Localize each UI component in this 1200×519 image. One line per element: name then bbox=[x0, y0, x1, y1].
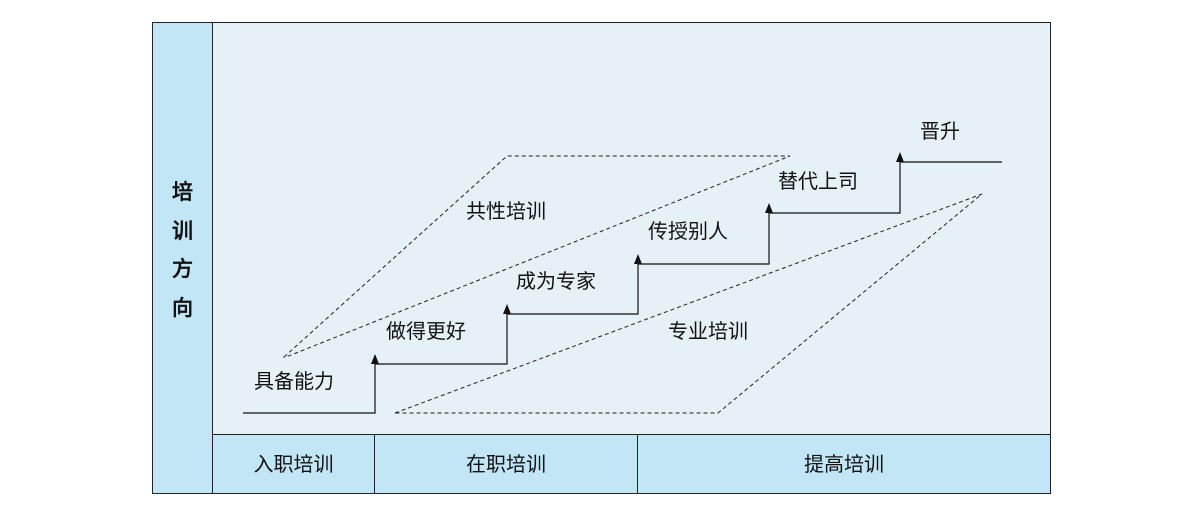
stage-on-job: 在职培训 bbox=[375, 435, 638, 493]
stage-advanced: 提高培训 bbox=[804, 452, 884, 476]
vertical-char: 培 bbox=[172, 180, 193, 204]
step-label: 晋升 bbox=[920, 119, 960, 143]
step-label: 做得更好 bbox=[386, 319, 466, 343]
region-label-common: 共性培训 bbox=[466, 199, 546, 223]
common-training-region bbox=[282, 155, 791, 358]
region-label-professional: 专业培训 bbox=[668, 319, 748, 343]
vertical-char: 训 bbox=[172, 218, 193, 243]
step-label: 传授别人 bbox=[648, 219, 728, 243]
professional-training-region bbox=[394, 193, 983, 414]
staircase-line bbox=[243, 161, 1002, 414]
vertical-label: 培 训 方 向 bbox=[153, 173, 212, 327]
vertical-char: 向 bbox=[172, 295, 193, 320]
stage-onboarding: 入职培训 bbox=[213, 435, 375, 493]
vertical-header: 培 训 方 向 bbox=[153, 23, 213, 493]
vertical-char: 方 bbox=[172, 257, 193, 281]
stage-row: 入职培训 在职培训 提高培训 bbox=[213, 434, 1050, 493]
diagram-frame: 培 训 方 向 入职培训 在职培训 提高培训 bbox=[152, 22, 1051, 494]
step-label: 替代上司 bbox=[778, 169, 858, 193]
step-label: 具备能力 bbox=[254, 369, 334, 393]
step-label: 成为专家 bbox=[516, 269, 596, 293]
